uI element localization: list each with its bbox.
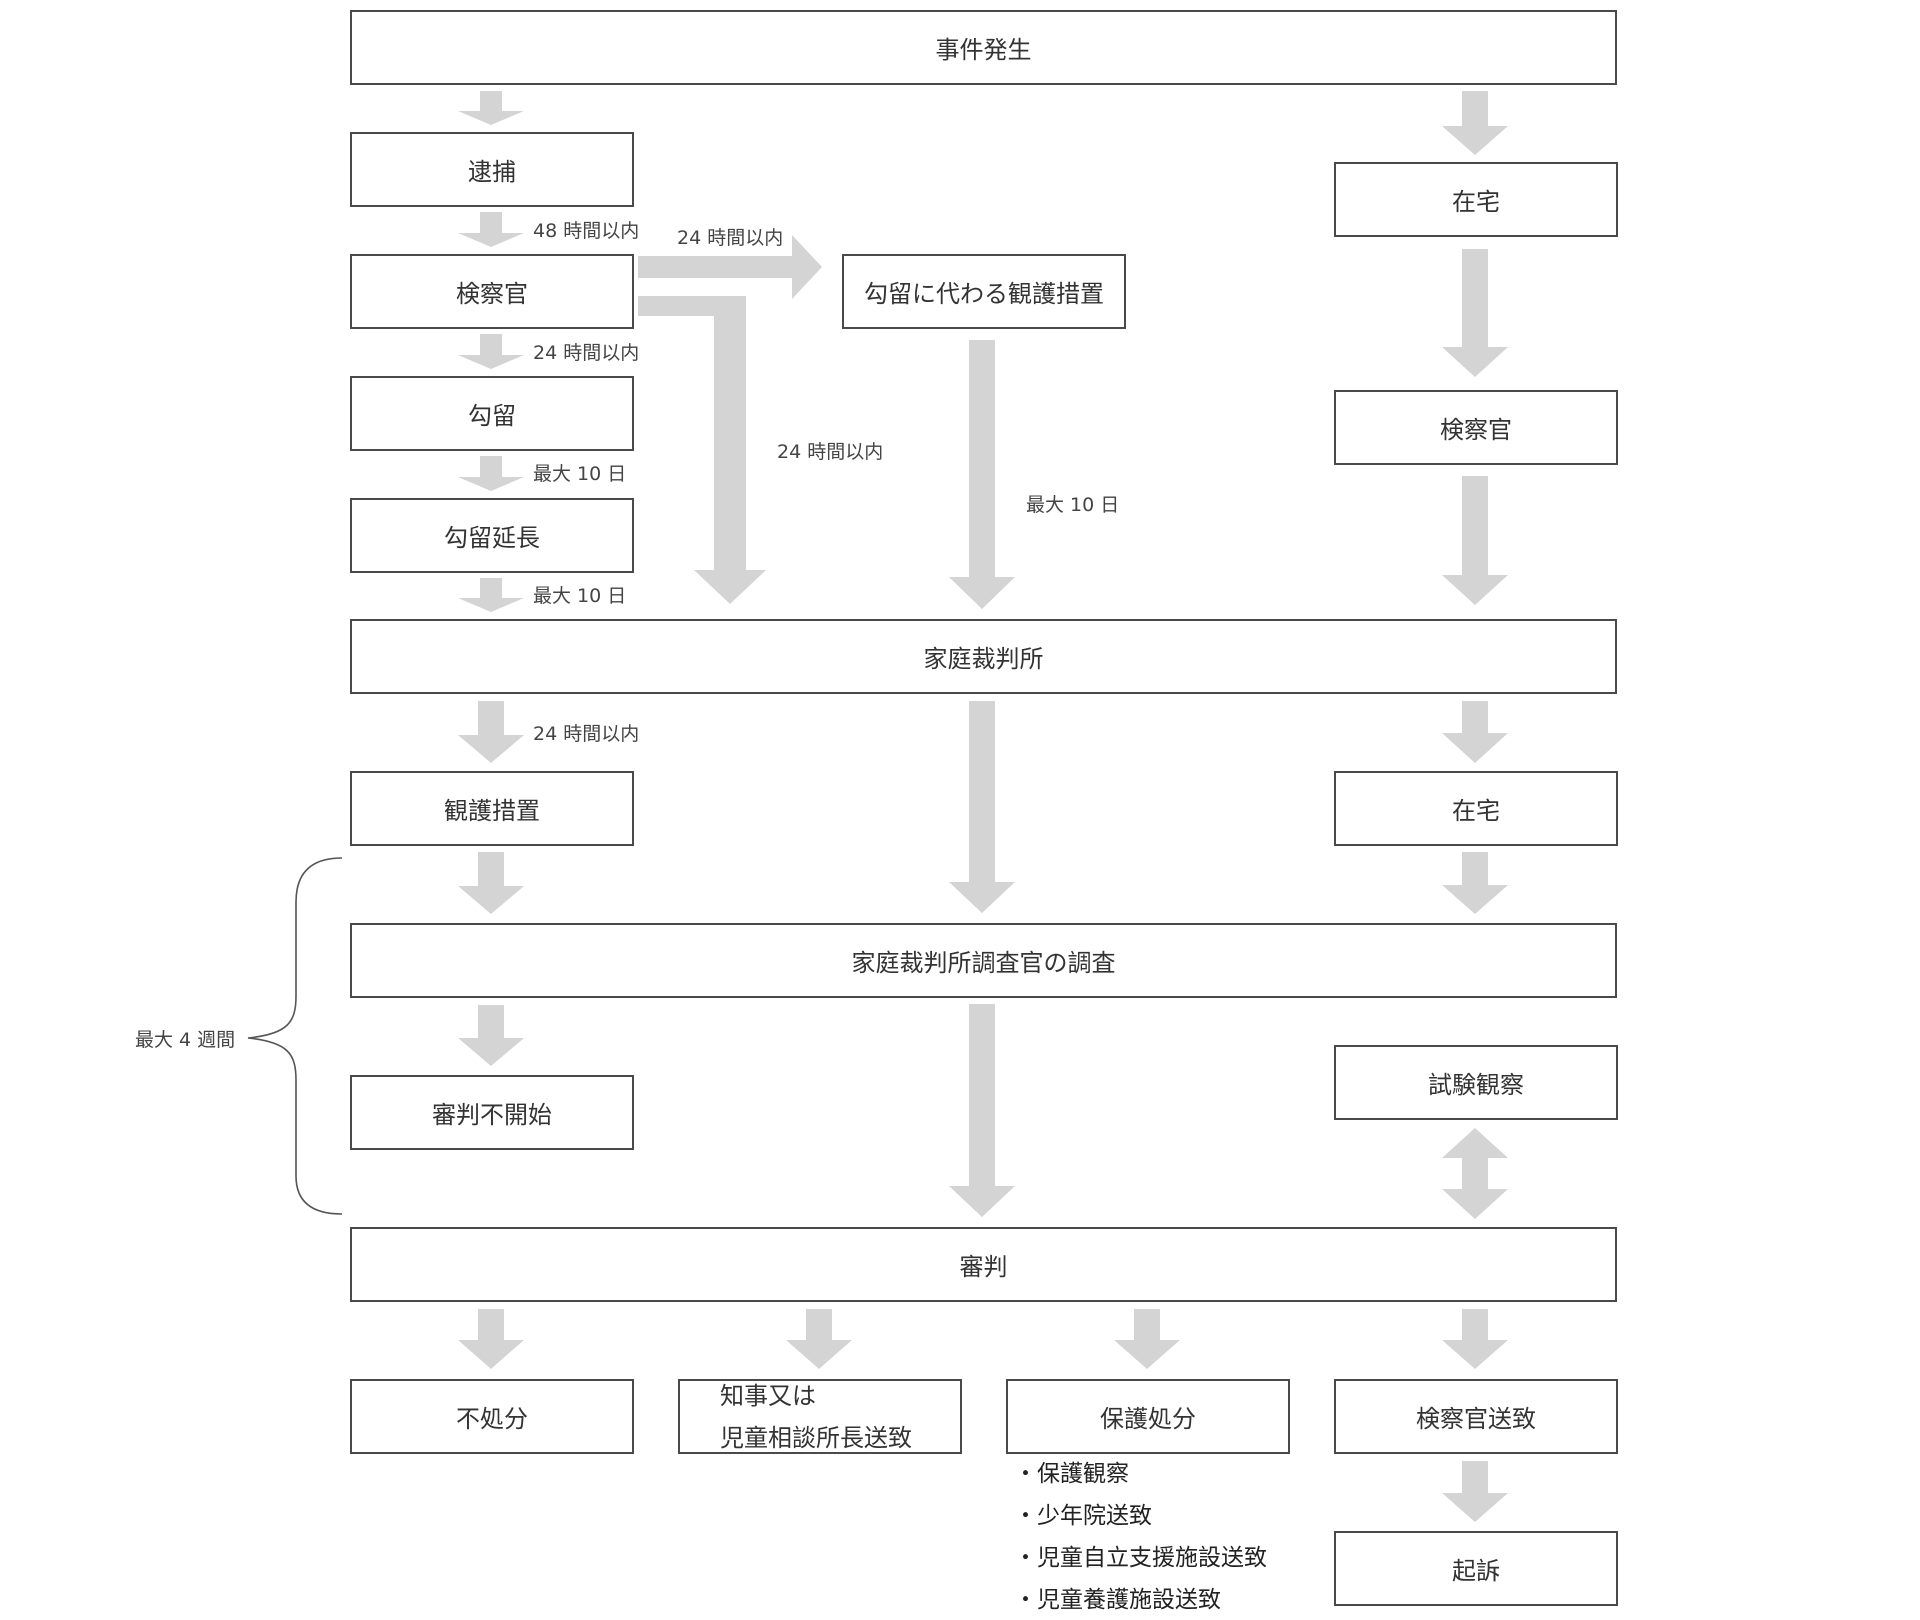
box-incident: 事件発生: [350, 10, 1617, 85]
box-label-line: 児童相談所長送致: [720, 1423, 912, 1452]
arrow-down: [458, 1005, 524, 1066]
box-detention-substitute: 勾留に代わる観護措置: [842, 254, 1126, 329]
label-24-hours: 24 時間以内: [533, 723, 640, 745]
box-prosecutor-left: 検察官: [350, 254, 634, 329]
label-max-10-days: 最大 10 日: [1026, 494, 1120, 516]
box-label: 在宅: [1452, 797, 1500, 825]
box-hearing: 審判: [350, 1227, 1617, 1302]
arrow-down: [949, 701, 1015, 913]
arrow-down: [458, 578, 524, 612]
label-24-hours: 24 時間以内: [533, 342, 640, 364]
disposition-list-item: ・児童養護施設送致: [1014, 1587, 1221, 1613]
box-label: 保護処分: [1100, 1405, 1196, 1433]
box-no-disposition: 不処分: [350, 1379, 634, 1454]
box-protective-disposition: 保護処分: [1006, 1379, 1290, 1454]
arrow-down: [1442, 701, 1508, 763]
box-label: 家庭裁判所調査官の調査: [851, 949, 1116, 977]
box-at-home-top: 在宅: [1334, 162, 1618, 237]
arrow-down: [458, 334, 524, 369]
box-label: 観護措置: [444, 797, 540, 825]
label-24-hours: 24 時間以内: [677, 227, 784, 249]
arrow-down: [1442, 476, 1508, 605]
box-label: 不処分: [456, 1405, 528, 1433]
label-max-10-days: 最大 10 日: [533, 463, 627, 485]
box-label: 検察官: [456, 280, 528, 308]
box-protective-detention: 観護措置: [350, 771, 634, 846]
box-label: 事件発生: [935, 36, 1032, 64]
arrow-right: [638, 235, 822, 299]
arrow-down: [458, 701, 524, 763]
box-label: 勾留: [468, 402, 516, 430]
box-governor-referral: 知事又は 児童相談所長送致: [678, 1379, 962, 1454]
arrow-bidirectional: [1442, 1128, 1508, 1219]
box-prosecutor-right: 検察官: [1334, 390, 1618, 465]
box-label: 検察官送致: [1416, 1405, 1536, 1433]
disposition-list-item: ・児童自立支援施設送致: [1014, 1545, 1267, 1571]
box-investigation: 家庭裁判所調査官の調査: [350, 923, 1617, 998]
box-label: 勾留に代わる観護措置: [864, 280, 1104, 308]
arrow-down: [458, 456, 524, 491]
box-label-line: 知事又は: [720, 1381, 816, 1410]
box-no-hearing: 審判不開始: [350, 1075, 634, 1150]
arrow-down: [949, 1004, 1015, 1217]
arrow-down: [786, 1309, 852, 1369]
box-label: 起訴: [1452, 1557, 1500, 1585]
disposition-list-item: ・保護観察: [1014, 1461, 1129, 1487]
box-label: 審判: [959, 1253, 1008, 1281]
arrow-down: [949, 340, 1015, 609]
arrow-down: [1442, 852, 1508, 914]
box-label: 審判不開始: [432, 1101, 552, 1129]
label-max-4-weeks: 最大 4 週間: [135, 1029, 236, 1051]
box-prosecutor-referral: 検察官送致: [1334, 1379, 1618, 1454]
arrow-down: [1114, 1309, 1180, 1369]
box-label: 在宅: [1452, 188, 1500, 216]
label-48-hours: 48 時間以内: [533, 220, 640, 242]
box-label: 家庭裁判所: [923, 645, 1044, 673]
box-label: 逮捕: [468, 158, 516, 186]
box-detention: 勾留: [350, 376, 634, 451]
arrow-down: [458, 852, 524, 914]
arrow-down: [1442, 1309, 1508, 1369]
box-detention-extension: 勾留延長: [350, 498, 634, 573]
box-probation-observation: 試験観察: [1334, 1045, 1618, 1120]
label-24-hours: 24 時間以内: [777, 441, 884, 463]
box-label: 勾留延長: [444, 524, 540, 552]
box-indictment: 起訴: [1334, 1531, 1618, 1606]
arrow-down: [1442, 249, 1508, 377]
arrow-down: [458, 212, 524, 247]
label-max-10-days: 最大 10 日: [533, 585, 627, 607]
box-at-home-mid: 在宅: [1334, 771, 1618, 846]
arrow-down: [1442, 91, 1508, 155]
disposition-list-item: ・少年院送致: [1014, 1503, 1152, 1529]
arrow-down: [458, 1309, 524, 1369]
box-label: 検察官: [1440, 416, 1512, 444]
arrow-down: [1442, 1461, 1508, 1522]
curly-brace: [247, 857, 343, 1215]
arrow-elbow: [638, 296, 766, 604]
box-arrest: 逮捕: [350, 132, 634, 207]
arrow-down: [458, 91, 524, 125]
box-label: 試験観察: [1428, 1071, 1524, 1099]
box-family-court: 家庭裁判所: [350, 619, 1617, 694]
